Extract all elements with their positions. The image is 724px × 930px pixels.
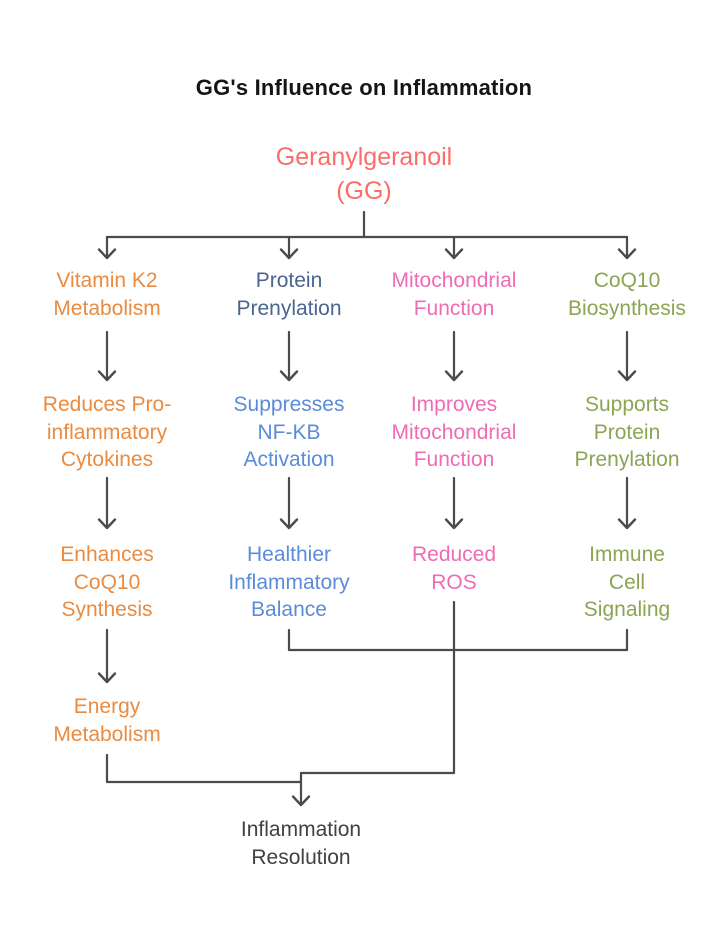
node-reduced-ros: Reduced ROS (411, 543, 497, 594)
merge-rail-line (287, 628, 629, 652)
arrowhead-r2r3-col1 (97, 518, 117, 530)
node-immune-cell-signaling: Immune Cell Signaling (583, 543, 671, 621)
node-healthier-inflammatory-balance: Healthier Inflammatory Balance (228, 543, 350, 621)
node-suppresses-nf-kb-activation: Suppresses NF-KB Activation (233, 393, 345, 471)
arrowhead-r2r3-col3 (444, 518, 464, 530)
node-coq10-biosynthesis: CoQ10 Biosynthesis (568, 269, 686, 320)
node-enhances-coq10-synthesis: Enhances CoQ10 Synthesis (60, 543, 154, 621)
arrowhead-r1r2-col3 (444, 370, 464, 382)
node-improves-mitochondrial-function: Improves Mitochondrial Function (391, 393, 517, 471)
arrowhead-r1r2-col2 (279, 370, 299, 382)
arrowhead-branch-col3 (444, 248, 464, 260)
connector-group (97, 210, 637, 807)
arrowhead-r2r3-col2 (279, 518, 299, 530)
node-geranylgeranoil-root: Geranylgeranoil (GG) (275, 143, 453, 205)
node-energy-metabolism: Energy Metabolism (53, 695, 161, 746)
arrowhead-r1r2-col4 (617, 370, 637, 382)
node-reduces-pro-inflammatory-cytokines: Reduces Pro- inflammatory Cytokines (42, 393, 172, 471)
arrowhead-final (291, 795, 311, 807)
arrowhead-r2r3-col4 (617, 518, 637, 530)
node-protein-prenylation: Protein Prenylation (236, 269, 342, 320)
ros-drop-line (299, 600, 456, 805)
node-mitochondrial-function: Mitochondrial Function (391, 269, 517, 320)
arrowhead-r3r4-col1 (97, 672, 117, 684)
arrowhead-branch-col2 (279, 248, 299, 260)
node-inflammation-resolution: Inflammation Resolution (240, 818, 362, 869)
arrowhead-r1r2-col1 (97, 370, 117, 382)
node-vitamin-k2-metabolism: Vitamin K2 Metabolism (53, 269, 161, 320)
arrowhead-branch-col1 (97, 248, 117, 260)
page-title: GG's Influence on Inflammation (195, 75, 533, 100)
energy-elbow-line (105, 753, 303, 784)
node-supports-protein-prenylation: Supports Protein Prenylation (574, 393, 680, 471)
arrowhead-branch-col4 (617, 248, 637, 260)
